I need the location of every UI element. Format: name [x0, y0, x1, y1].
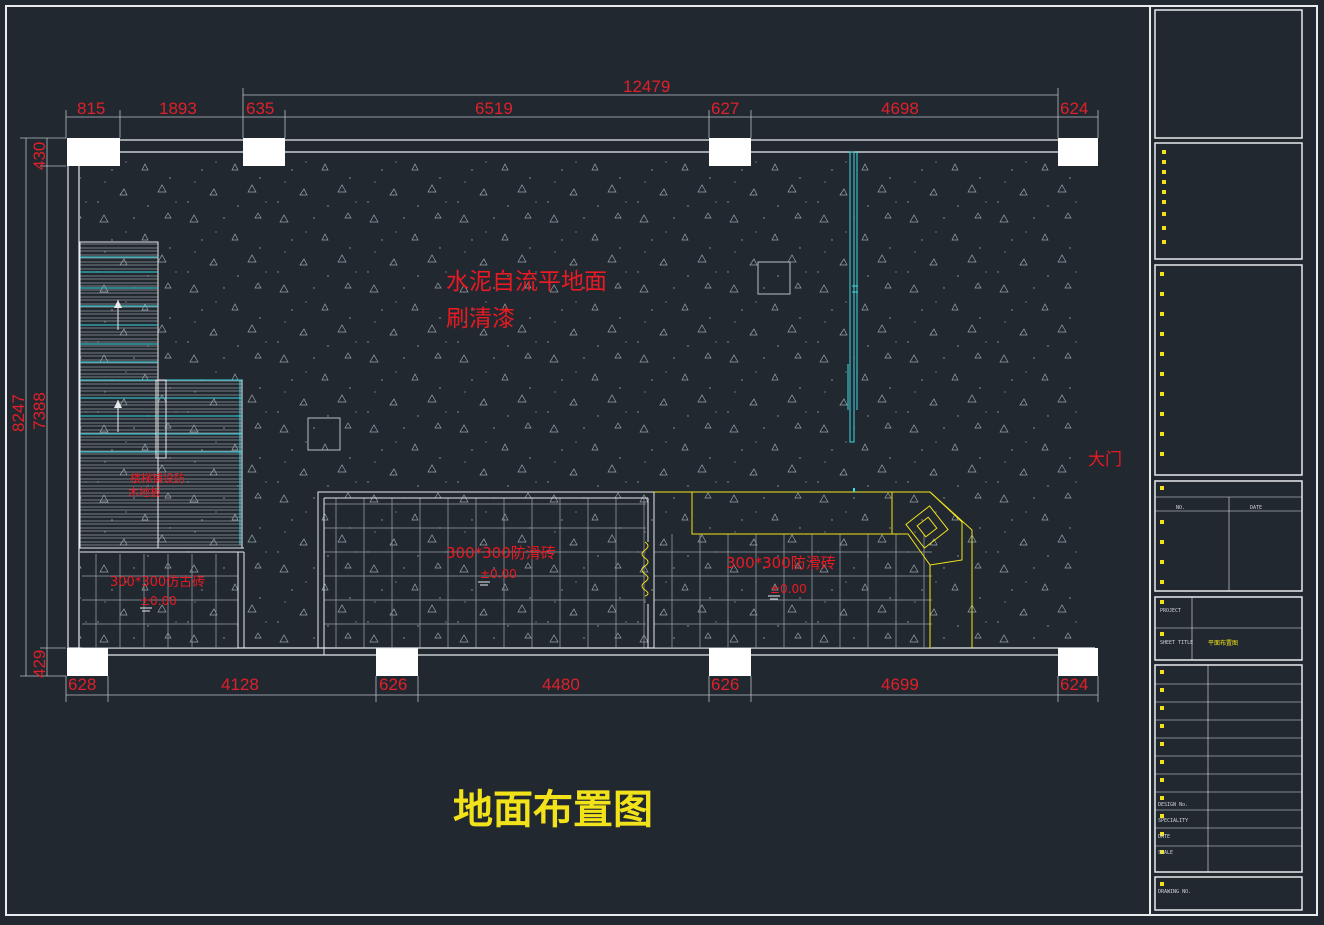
svg-text:635: 635 — [246, 99, 274, 118]
title-block — [1154, 9, 1303, 911]
speciality-label: SPECIALITY — [1158, 818, 1188, 824]
zone-level: ±0.00 — [770, 582, 807, 596]
floor-drain — [307, 417, 341, 451]
glass-partition — [847, 151, 858, 443]
svg-text:6519: 6519 — [475, 99, 513, 118]
reception-counter — [654, 491, 973, 648]
column — [1058, 648, 1098, 676]
column — [709, 138, 751, 166]
zone-level: ±0.00 — [140, 594, 177, 608]
dimension-texts: 12479 815 1893 635 6519 627 4698 624 628… — [9, 77, 1088, 694]
zone-label: 300*300防滑砖 — [446, 544, 556, 562]
sheet-title-label: SHEET TITLE — [1160, 640, 1193, 646]
stair-area — [80, 242, 158, 548]
svg-text:626: 626 — [711, 675, 739, 694]
antique-tile-zone — [82, 554, 238, 648]
svg-text:7388: 7388 — [30, 392, 49, 430]
revision-date-label: DATE — [1250, 505, 1262, 511]
zone-level: ±0.00 — [480, 567, 517, 581]
dimension-lines — [20, 88, 1099, 702]
zone-label: 300*300防滑砖 — [726, 554, 836, 572]
svg-text:1893: 1893 — [159, 99, 197, 118]
drawing-title: 地面布置图 — [453, 787, 653, 833]
stair-note-line1: 楼梯铺设防 — [130, 471, 185, 485]
column — [376, 648, 418, 676]
svg-text:4480: 4480 — [542, 675, 580, 694]
stair-note-line2: 木地板 — [128, 485, 161, 499]
design-no-label: DESIGN No. — [1158, 802, 1188, 808]
svg-text:8247: 8247 — [9, 394, 28, 432]
floor-plan: 楼梯铺设防 木地板 — [67, 138, 1122, 676]
date-label: DATE — [1158, 834, 1170, 840]
svg-text:429: 429 — [30, 650, 49, 678]
project-label: PROJECT — [1160, 608, 1181, 614]
main-floor-label-line2: 刷清漆 — [446, 306, 515, 332]
sheet-border — [5, 5, 1318, 916]
sheet-title: 平面布置图 — [1208, 639, 1238, 647]
anti-slip-tile-zone-left — [324, 498, 646, 648]
svg-text:430: 430 — [30, 142, 49, 170]
svg-text:624: 624 — [1060, 675, 1088, 694]
svg-text:4699: 4699 — [881, 675, 919, 694]
svg-text:815: 815 — [77, 99, 105, 118]
svg-text:4128: 4128 — [221, 675, 259, 694]
floor-drain — [757, 261, 791, 295]
column — [67, 648, 108, 676]
svg-text:12479: 12479 — [623, 77, 670, 96]
svg-text:628: 628 — [68, 675, 96, 694]
column — [67, 138, 120, 166]
column — [243, 138, 285, 166]
column — [709, 648, 751, 676]
main-floor-label-line1: 水泥自流平地面 — [446, 269, 607, 295]
scale-label: SCALE — [1158, 850, 1173, 856]
svg-text:627: 627 — [711, 99, 739, 118]
entrance-label: 大门 — [1088, 450, 1122, 470]
revision-no-label: NO. — [1176, 505, 1185, 511]
zone-label: 300*300仿古砖 — [110, 575, 205, 590]
svg-text:4698: 4698 — [881, 99, 919, 118]
column — [1058, 138, 1098, 166]
svg-text:626: 626 — [379, 675, 407, 694]
drawing-no-label: DRAWING NO. — [1158, 889, 1191, 895]
svg-text:624: 624 — [1060, 99, 1088, 118]
anti-slip-tile-zone-right — [654, 534, 932, 648]
